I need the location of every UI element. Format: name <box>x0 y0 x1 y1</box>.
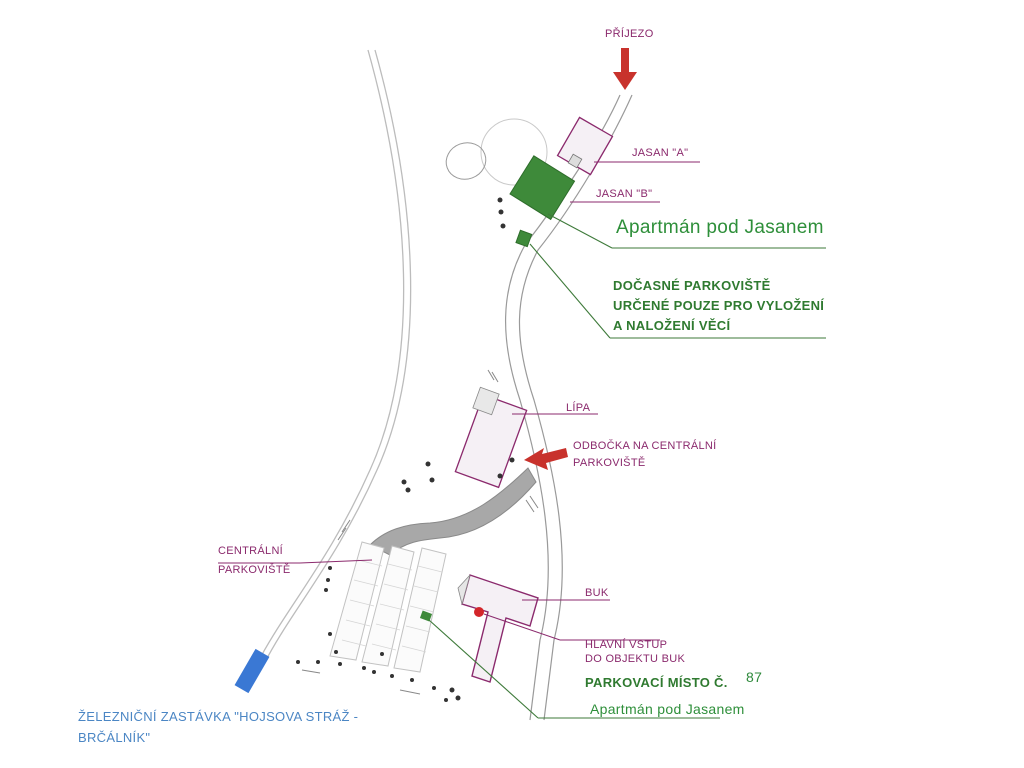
turn-arrow <box>524 448 568 470</box>
parking-spot-87 <box>419 610 433 622</box>
label-parking-spot: PARKOVACÍ MÍSTO Č. <box>585 675 728 690</box>
label-apartment-bottom: Apartmán pod Jasanem <box>590 701 745 717</box>
label-lipa: LÍPA <box>566 402 591 414</box>
label-parking-spot-number: 87 <box>746 669 763 685</box>
small-marks <box>301 369 539 695</box>
label-temporary-parking-2: URČENÉ POUZE PRO VYLOŽENÍ <box>613 298 825 313</box>
building-jasan-b <box>509 155 576 221</box>
label-jasan-a: JASAN "A" <box>632 147 689 159</box>
green-leader-lines <box>428 213 826 719</box>
label-turn-1: ODBOČKA NA CENTRÁLNÍ <box>573 440 717 452</box>
arrival-arrow <box>613 48 637 90</box>
label-temporary-parking-1: DOČASNÉ PARKOVIŠTĚ <box>613 278 771 293</box>
building-buk <box>457 574 539 683</box>
label-railway-station-1: ŽELEZNIČNÍ ZASTÁVKA "HOJSOVA STRÁŽ - <box>78 709 359 724</box>
railway-station <box>234 648 270 694</box>
label-railway-station-2: BRČÁLNÍK" <box>78 730 151 745</box>
label-temporary-parking-3: A NALOŽENÍ VĚCÍ <box>613 318 731 333</box>
building-lipa <box>454 386 528 489</box>
label-arrival: PŘÍJEZO <box>605 28 654 40</box>
parking-stalls <box>341 559 443 653</box>
label-central-parking-1: CENTRÁLNÍ <box>218 545 284 557</box>
label-buk: BUK <box>585 587 609 599</box>
railway-line <box>257 49 412 663</box>
purple-leader-lines <box>218 161 700 641</box>
trees-jasan <box>497 197 506 229</box>
tree-circle <box>480 118 548 186</box>
pond-outline <box>445 142 487 180</box>
main-entrance-marker <box>474 607 484 617</box>
label-entrance-2: DO OBJEKTU BUK <box>585 653 686 665</box>
trees-central <box>296 457 515 702</box>
building-jasan-a <box>556 116 614 176</box>
temporary-parking-spot <box>515 229 533 248</box>
label-central-parking-2: PARKOVIŠTĚ <box>218 564 291 576</box>
label-entrance-1: HLAVNÍ VSTUP <box>585 639 668 651</box>
label-apartment-top: Apartmán pod Jasanem <box>616 217 824 238</box>
access-road <box>369 467 537 556</box>
label-turn-2: PARKOVIŠTĚ <box>573 457 646 469</box>
label-jasan-b: JASAN "B" <box>596 188 653 200</box>
